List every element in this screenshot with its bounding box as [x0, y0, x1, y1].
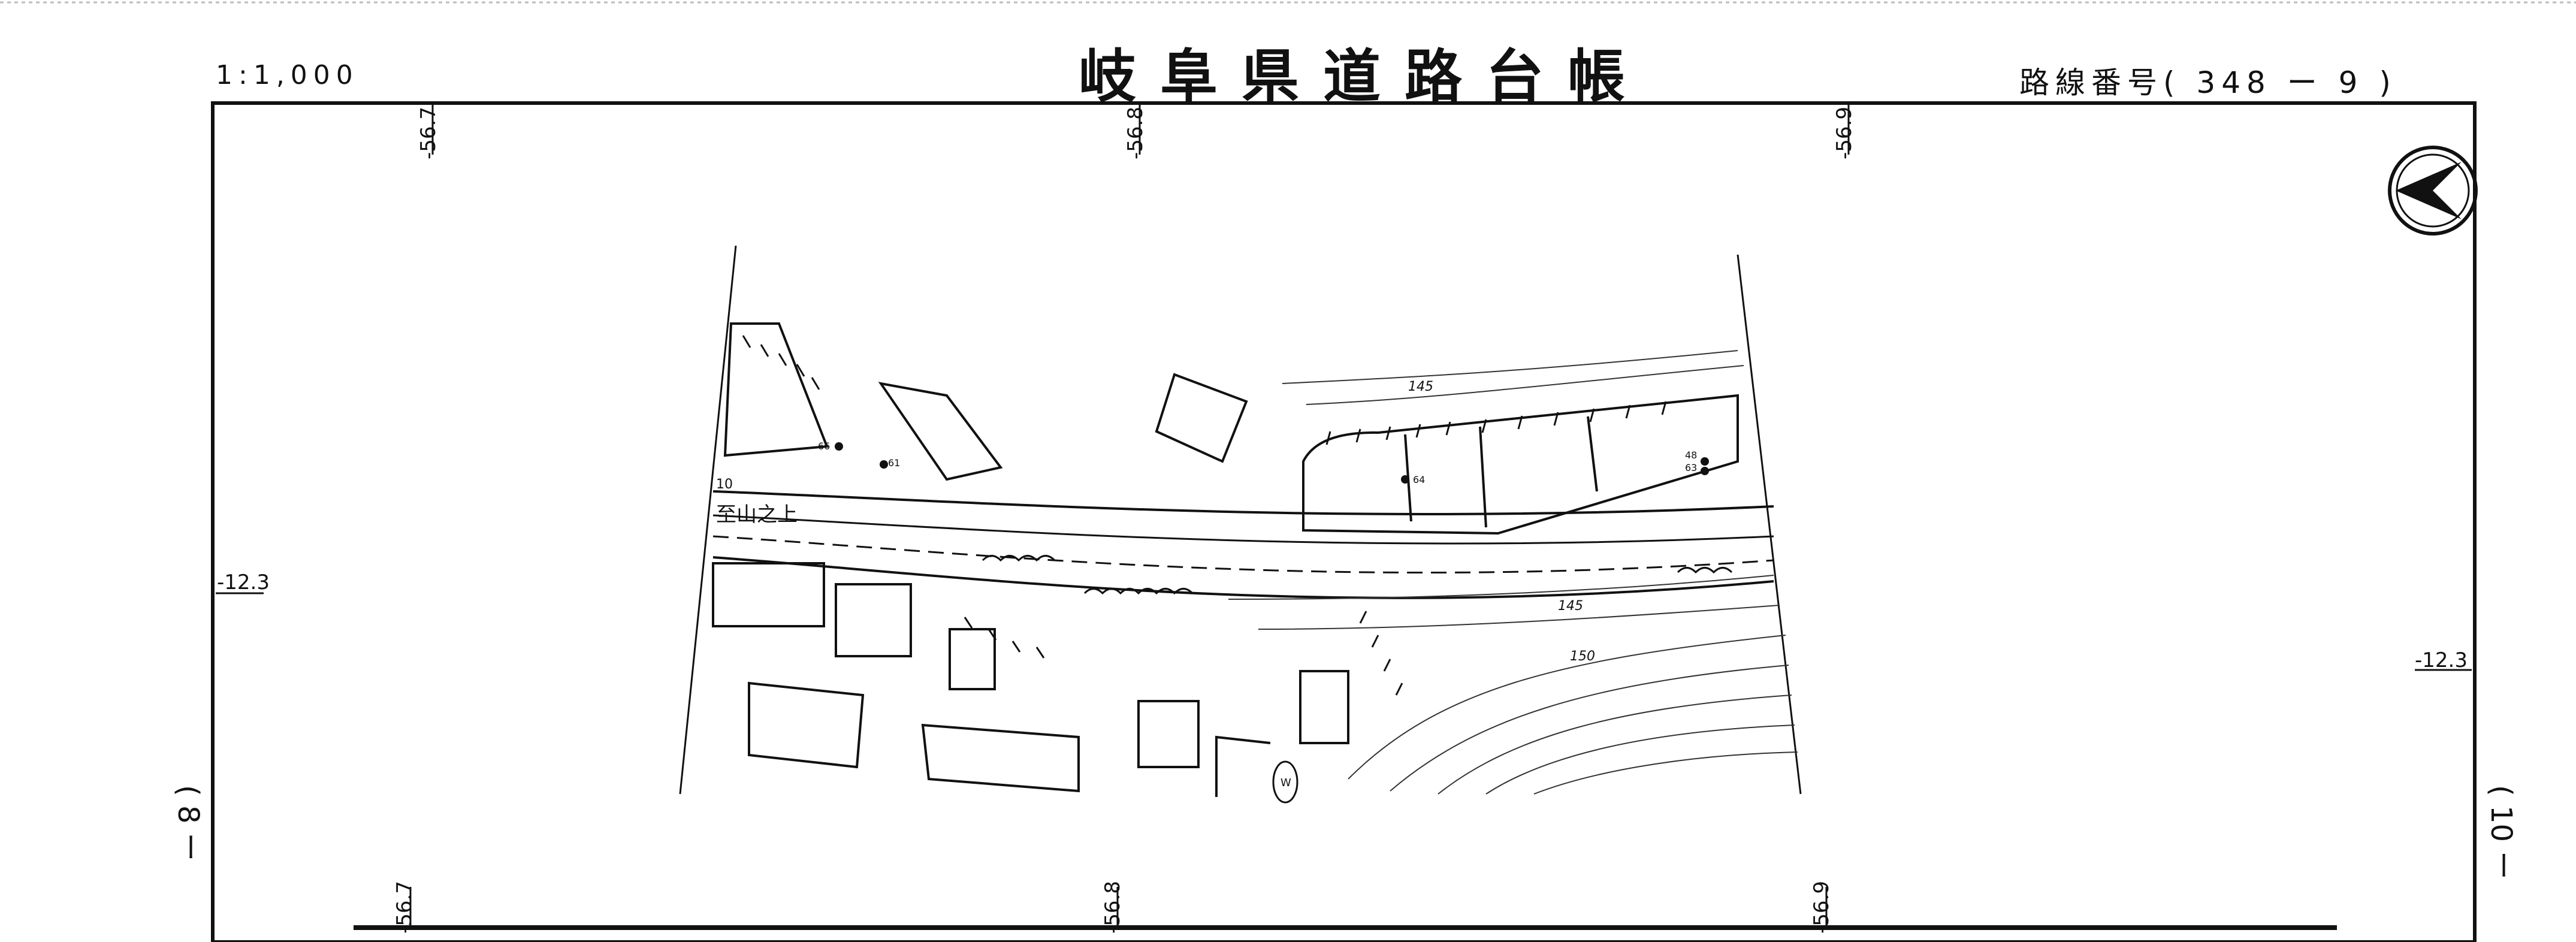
- survey-point-63: [1701, 467, 1709, 475]
- embankment-marks: [982, 555, 1733, 595]
- grid-ticks: [216, 103, 2472, 928]
- well-label: W: [1281, 777, 1291, 789]
- upper-parcels: [723, 322, 1739, 535]
- contour-145-lower-label: 145: [1558, 599, 1583, 614]
- grid-label-left: -12.3: [217, 570, 270, 594]
- page-title: 岐阜県道路台帳: [1079, 43, 1649, 110]
- survey-point-64: [1401, 475, 1409, 484]
- survey-point-66: [835, 442, 843, 451]
- map-scale: 1:1,000: [216, 60, 359, 90]
- survey-point-61: [880, 460, 888, 469]
- route-number: 路線番号( 348 ー 9 ): [2019, 65, 2397, 100]
- main-road: [712, 490, 1774, 599]
- well-symbol: [1272, 760, 1298, 804]
- point-66-label: 66: [818, 440, 830, 452]
- slope-hachures: [742, 335, 1667, 696]
- survey-point-48: [1701, 457, 1709, 466]
- point-63-label: 63: [1685, 462, 1697, 473]
- grid-label-right: -12.3: [2415, 648, 2468, 672]
- destination-label: 至山之上: [716, 503, 798, 527]
- lower-buildings: [712, 562, 1349, 797]
- page-mark-left: ( 8 ー: [171, 785, 205, 862]
- point-48-label: 48: [1685, 449, 1697, 461]
- map-frame: [211, 101, 2477, 942]
- point-61-label: 61: [888, 457, 900, 469]
- point-64-label: 64: [1413, 474, 1425, 485]
- contour-150-label: 150: [1570, 649, 1595, 664]
- page-mark-right: ( 10 ー: [2484, 785, 2518, 880]
- kp-10-label: 10: [716, 477, 733, 492]
- contour-lines: [1228, 350, 1798, 795]
- north-arrow-icon: [2388, 146, 2478, 236]
- contour-145-upper-label: 145: [1408, 379, 1433, 394]
- survey-points: [835, 442, 1709, 484]
- survey-area-edges: [679, 245, 1802, 795]
